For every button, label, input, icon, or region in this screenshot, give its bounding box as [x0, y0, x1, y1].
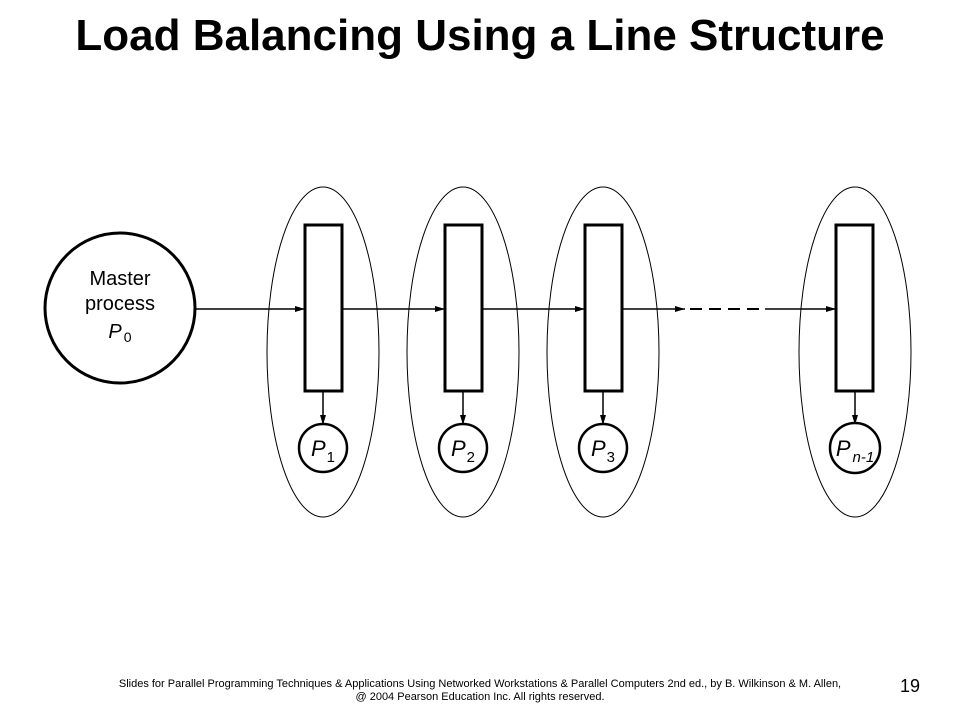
process-node	[828, 421, 882, 475]
queue-box	[583, 223, 624, 393]
process-letter: P	[836, 436, 851, 461]
process-subscript: n-1	[853, 449, 875, 466]
footer-citation: Slides for Parallel Programming Techniqu…	[118, 678, 842, 690]
process-group-outline	[406, 186, 520, 518]
process-letter: P	[311, 436, 326, 461]
master-label-line1: Master	[89, 268, 150, 290]
process-group-outline	[546, 186, 660, 518]
process-group-3: P3	[546, 186, 660, 518]
master-label-line2: process	[85, 293, 155, 315]
process-node	[577, 422, 629, 474]
queue-box	[443, 223, 484, 393]
master-process-letter: P	[108, 321, 122, 343]
process-subscript: 1	[327, 449, 335, 466]
process-group-outline	[798, 186, 912, 518]
master-process-subscript: 0	[124, 329, 132, 345]
process-letter: P	[591, 436, 606, 461]
master-process-circle	[43, 231, 197, 385]
process-group-2: P2	[406, 186, 520, 518]
footer-copyright: @ 2004 Pearson Education Inc. All rights…	[355, 691, 605, 703]
process-letter: P	[451, 436, 466, 461]
process-subscript: 3	[607, 449, 615, 466]
process-label: P1	[311, 436, 335, 466]
slide-footer: Slides for Parallel Programming Techniqu…	[0, 678, 960, 704]
process-group-outline	[266, 186, 380, 518]
process-node	[297, 422, 349, 474]
process-group-1: P1	[266, 186, 380, 518]
process-subscript: 2	[467, 449, 475, 466]
page-number: 19	[900, 676, 921, 696]
queue-box	[303, 223, 344, 393]
queue-box	[834, 223, 875, 393]
slide-title: Load Balancing Using a Line Structure	[75, 11, 885, 60]
process-label: P3	[591, 436, 615, 466]
process-label: P2	[451, 436, 475, 466]
process-node	[437, 422, 489, 474]
